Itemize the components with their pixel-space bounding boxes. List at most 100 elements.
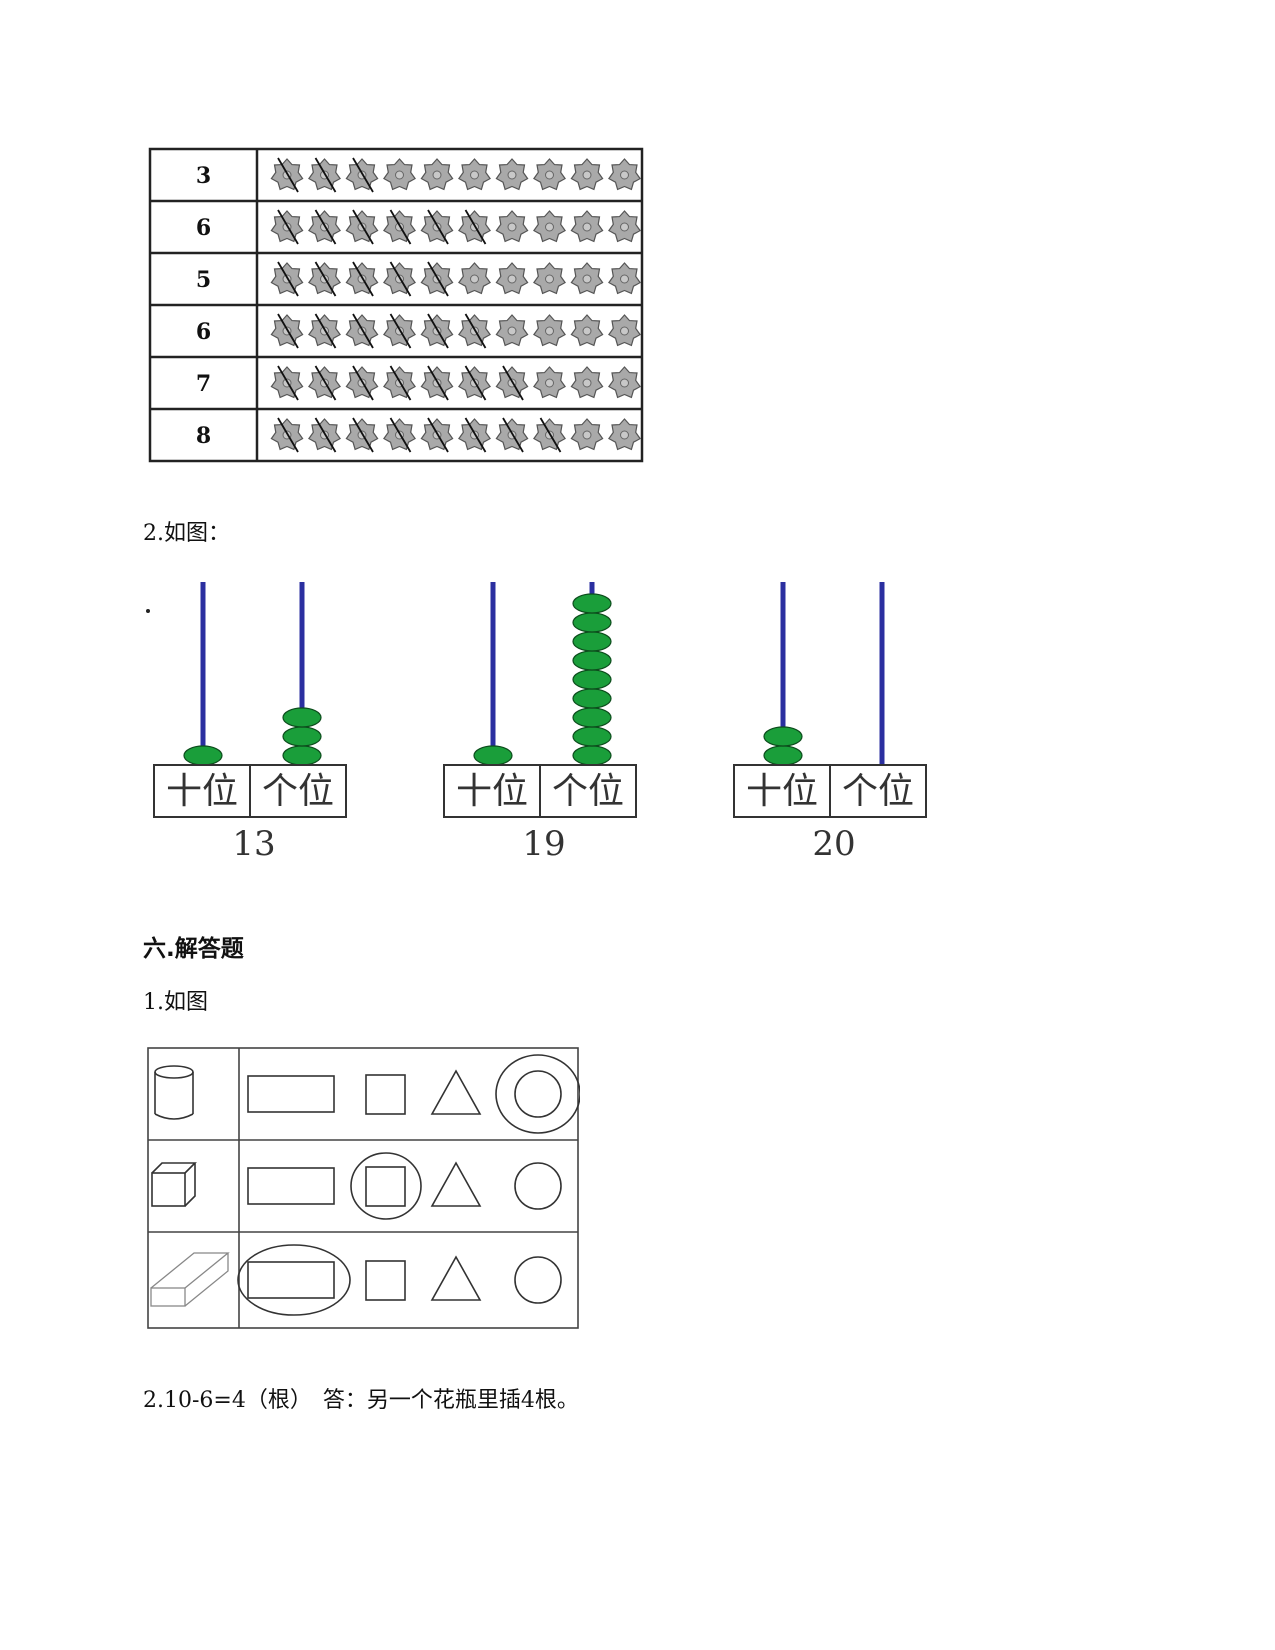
- crossed-flower-icon: [458, 209, 491, 245]
- table-row: 5: [196, 261, 641, 297]
- tens-bead: [763, 745, 803, 766]
- crossed-flower-icon: [458, 365, 491, 401]
- row-number: 6: [196, 319, 211, 345]
- circle-icon: [514, 1256, 562, 1304]
- tens-bead: [763, 726, 803, 747]
- crossed-flower-icon: [495, 417, 529, 453]
- triangle-icon: [430, 1161, 482, 1207]
- flower-icon: [570, 366, 604, 399]
- flower-icon: [608, 314, 641, 347]
- selection-ring: [350, 1152, 422, 1220]
- crossed-flower-icon: [420, 209, 454, 245]
- crossed-flower-icon: [270, 261, 304, 297]
- tens-bead: [183, 745, 223, 766]
- row-number: 8: [196, 423, 211, 449]
- flower-icon: [533, 314, 566, 347]
- ones-bead: [572, 669, 612, 690]
- crossed-flower-icon: [383, 313, 416, 349]
- crossed-flower-icon: [383, 261, 416, 297]
- abacus-13: 十位个位13: [153, 582, 347, 863]
- flower-icon: [495, 158, 529, 191]
- crossed-flower-icon: [533, 417, 566, 453]
- abacus-value: 19: [522, 824, 565, 863]
- table-row: [150, 1244, 562, 1316]
- row-number: 5: [196, 267, 211, 293]
- row-number: 7: [196, 371, 211, 397]
- stray-dot: [146, 609, 150, 613]
- rectangle-icon: [247, 1261, 335, 1299]
- flower-icon: [533, 262, 566, 295]
- row-number: 3: [196, 163, 211, 189]
- tens-label: 十位: [456, 771, 528, 812]
- table-row: [151, 1152, 562, 1220]
- crossed-flower-icon: [308, 261, 341, 297]
- cube-icon: [151, 1162, 197, 1207]
- crossed-flower-icon: [345, 261, 379, 297]
- tens-label: 十位: [746, 771, 818, 812]
- abacus-value: 20: [812, 824, 855, 863]
- ones-bead: [572, 707, 612, 728]
- row-number: 6: [196, 215, 211, 241]
- flower-icon: [570, 262, 604, 295]
- cylinder-icon: [154, 1065, 194, 1120]
- ones-bead: [282, 707, 322, 728]
- crossed-flower-icon: [308, 417, 341, 453]
- crossed-flower-icon: [345, 365, 379, 401]
- ones-bead: [282, 726, 322, 747]
- rectangle-icon: [247, 1167, 335, 1205]
- crossed-flower-icon: [383, 365, 416, 401]
- crossed-flower-icon: [458, 313, 491, 349]
- ones-label: 个位: [552, 771, 624, 812]
- ones-bead: [572, 726, 612, 747]
- table-border: [147, 1047, 579, 1329]
- crossed-flower-icon: [383, 417, 416, 453]
- ones-bead: [572, 631, 612, 652]
- crossed-flower-icon: [420, 365, 454, 401]
- flower-icon: [608, 158, 641, 191]
- flower-icon: [570, 158, 604, 191]
- flower-icon: [383, 158, 416, 191]
- crossed-flower-icon: [270, 365, 304, 401]
- table-row: [154, 1054, 580, 1134]
- ones-bead: [572, 688, 612, 709]
- ones-label: 个位: [842, 771, 914, 812]
- square-icon: [365, 1074, 406, 1115]
- ones-bead: [572, 593, 612, 614]
- question-2-label: 2.如图：: [143, 521, 230, 546]
- tens-bead: [473, 745, 513, 766]
- table-row: 6: [196, 313, 641, 349]
- crossed-flower-icon: [345, 209, 379, 245]
- table-row: 8: [196, 417, 641, 453]
- ones-bead: [572, 612, 612, 633]
- flower-icon: [608, 262, 641, 295]
- flower-icon: [533, 210, 566, 243]
- crossed-flower-icon: [308, 313, 341, 349]
- flower-icon: [458, 158, 491, 191]
- ones-label: 个位: [262, 771, 334, 812]
- square-icon: [365, 1260, 406, 1301]
- abacus-19: 十位个位 19: [443, 582, 637, 863]
- flower-icon: [608, 366, 641, 399]
- circle-icon: [514, 1162, 562, 1210]
- crossed-flower-icon: [345, 313, 379, 349]
- flower-icon: [570, 210, 604, 243]
- crossed-flower-icon: [345, 417, 379, 453]
- crossed-flower-icon: [420, 261, 454, 297]
- crossed-flower-icon: [270, 417, 304, 453]
- crossed-flower-icon: [495, 365, 529, 401]
- crossed-flower-icon: [420, 417, 454, 453]
- rectangle-icon: [247, 1075, 335, 1113]
- cuboid-icon: [150, 1252, 230, 1307]
- flower-icon: [570, 418, 604, 451]
- crossed-flower-icon: [270, 157, 304, 193]
- shape-table: [147, 1047, 580, 1329]
- question-2-answer: 2.10-6=4（根） 答：另一个花瓶里插4根。: [143, 1388, 579, 1413]
- selection-ring: [237, 1244, 351, 1316]
- selection-ring: [495, 1054, 580, 1134]
- ones-bead: [572, 745, 612, 766]
- square-icon: [365, 1166, 406, 1207]
- crossed-flower-icon: [270, 313, 304, 349]
- abacus-20: 十位个位 20: [733, 582, 927, 863]
- crossed-flower-icon: [458, 417, 491, 453]
- crossed-flower-icon: [308, 365, 341, 401]
